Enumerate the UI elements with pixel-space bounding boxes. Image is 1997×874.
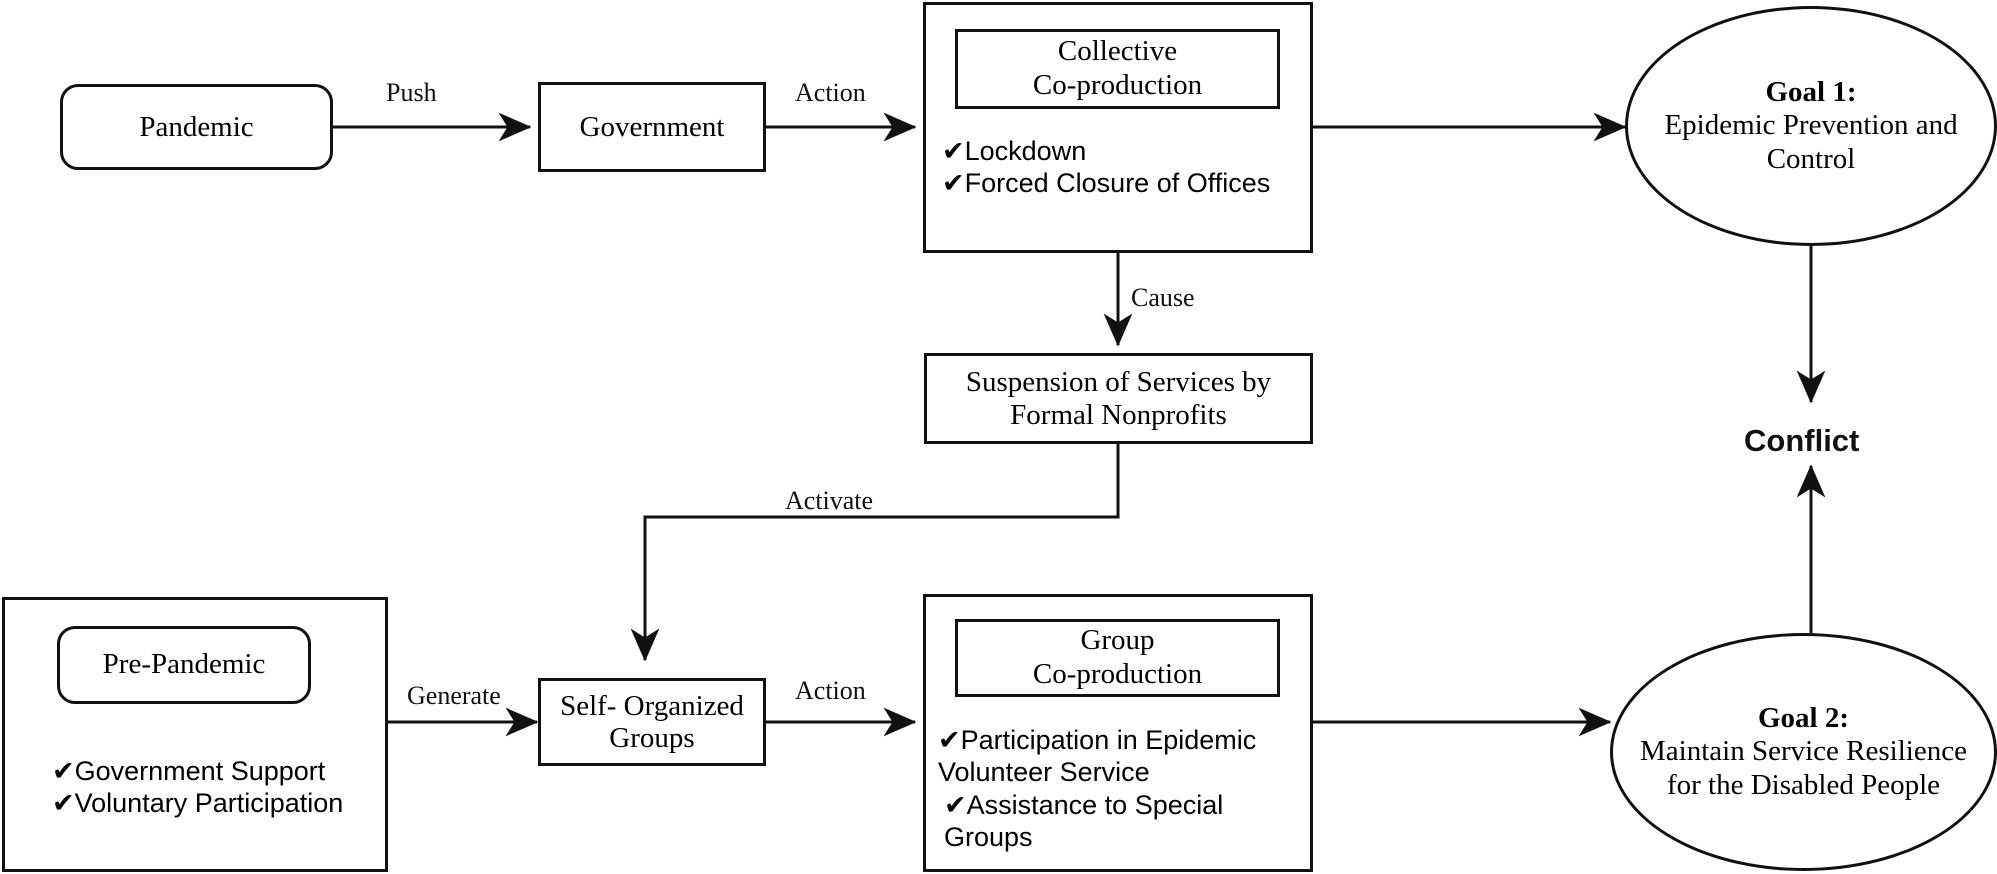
check-icon: ✔ [944,789,967,820]
node-goal2-head: Goal 2: [1757,702,1850,735]
edge-label-activate: Activate [785,486,874,515]
list-item-label: Assistance to Special Groups [944,789,1224,853]
list-item-label: Government Support [74,756,326,786]
node-group-coproduction[interactable]: Group Co-production ✔Participation in Ep… [923,594,1313,872]
list-item-label: Lockdown [964,136,1087,166]
node-self-organized-label: Self- Organized Groups [541,681,763,763]
node-goal1-line2: Control [1766,142,1856,175]
node-pre-pandemic-inner-box: Pre-Pandemic [57,626,311,704]
check-icon: ✔ [942,136,965,166]
node-collective-title-line1: Collective [1057,35,1178,68]
node-pre-pandemic-bullets: ✔Government Support ✔Voluntary Participa… [52,755,392,820]
node-self-organized-line2: Groups [609,722,695,754]
list-item: ✔Voluntary Participation [52,787,392,819]
node-group-inner-box: Group Co-production [955,619,1280,697]
list-item-label: Voluntary Participation [74,788,344,819]
list-item-label: Participation in Epidemic Volunteer Serv… [938,725,1257,788]
node-group-title: Group Co-production [1033,624,1202,691]
edge-label-generate: Generate [407,681,501,710]
node-government-label: Government [579,110,725,143]
list-item: ✔Participation in Epidemic Volunteer Ser… [938,724,1283,789]
check-icon: ✔ [52,756,75,786]
node-group-title-line2: Co-production [1032,658,1203,690]
node-pre-pandemic[interactable]: Pre-Pandemic ✔Government Support ✔Volunt… [2,597,388,872]
node-goal1-text: Goal 1: Epidemic Prevention and Control [1628,76,1994,175]
check-icon: ✔ [52,788,75,819]
node-goal2-text: Goal 2: Maintain Service Resilience for … [1613,702,1994,801]
list-item-label: Forced Closure of Offices [964,168,1271,199]
node-collective-title: Collective Co-production [1033,35,1202,102]
check-icon: ✔ [942,168,965,199]
edge-label-action-bottom: Action [795,676,866,705]
node-goal1[interactable]: Goal 1: Epidemic Prevention and Control [1625,6,1997,246]
node-collective-title-line2: Co-production [1032,69,1203,101]
edge-label-action-top: Action [795,78,866,107]
list-item: ✔Government Support [52,755,392,787]
node-suspension-line1: Suspension of Services by [965,366,1272,399]
node-collective-coproduction[interactable]: Collective Co-production ✔Lockdown ✔Forc… [923,2,1313,253]
node-goal2-line2: for the Disabled People [1666,768,1940,801]
node-goal2[interactable]: Goal 2: Maintain Service Resilience for … [1610,633,1997,871]
node-suspension-label: Suspension of Services by Formal Nonprof… [927,356,1310,441]
edge-label-cause: Cause [1131,283,1195,312]
node-group-title-line1: Group [1080,624,1155,657]
edge-label-push: Push [386,78,437,107]
list-item: ✔Forced Closure of Offices [942,167,1302,199]
node-suspension-of-services[interactable]: Suspension of Services by Formal Nonprof… [924,353,1313,444]
node-pre-pandemic-title: Pre-Pandemic [102,648,266,681]
node-pandemic[interactable]: Pandemic [60,84,333,170]
node-self-organized-groups[interactable]: Self- Organized Groups [538,678,766,766]
list-item: ✔Lockdown [942,135,1302,167]
list-item: ✔Assistance to Special Groups [938,789,1283,854]
node-pandemic-label: Pandemic [139,110,254,143]
node-collective-bullets: ✔Lockdown ✔Forced Closure of Offices [942,135,1302,200]
node-self-organized-line1: Self- Organized [560,689,744,722]
node-goal2-line1: Maintain Service Resilience [1640,735,1967,768]
check-icon: ✔ [938,725,961,755]
node-goal1-line1: Epidemic Prevention and [1664,109,1958,142]
node-collective-inner-box: Collective Co-production [955,29,1280,109]
node-group-bullets: ✔Participation in Epidemic Volunteer Ser… [938,724,1283,854]
node-goal1-head: Goal 1: [1765,76,1857,109]
node-government[interactable]: Government [538,82,766,172]
node-suspension-line2: Formal Nonprofits [1010,398,1227,431]
node-conflict: Conflict [1744,423,1860,458]
